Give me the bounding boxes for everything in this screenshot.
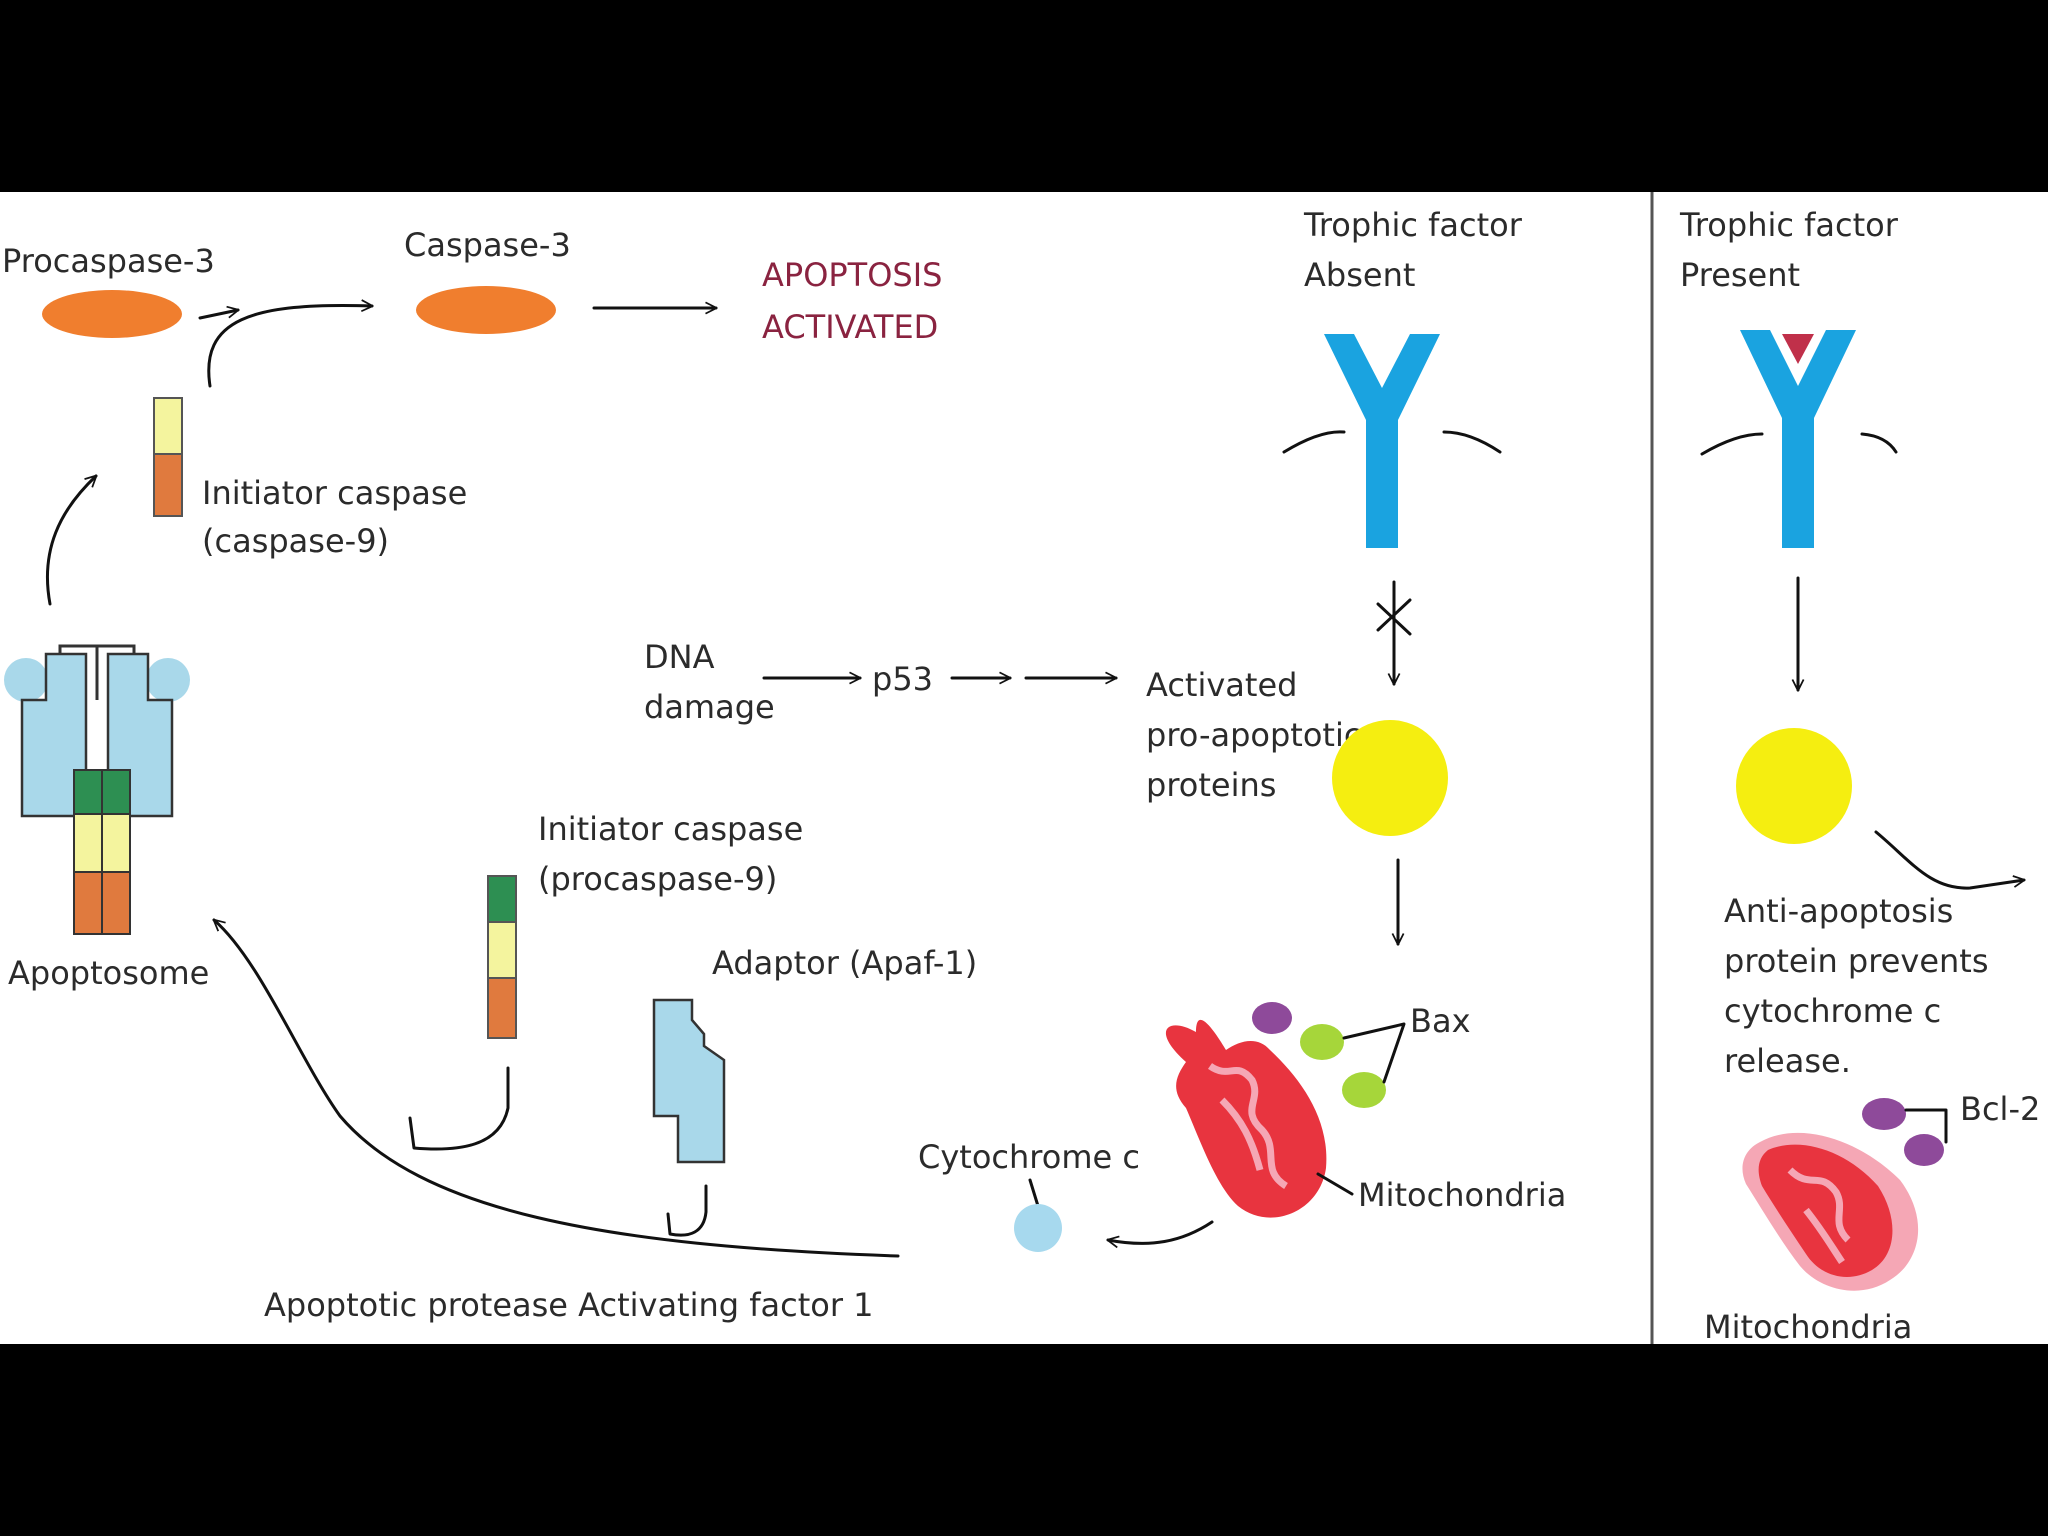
label-mitochondria: Mitochondria [1358, 1176, 1566, 1214]
label-activated-1: Activated [1146, 666, 1297, 704]
caspase9-bar [153, 397, 183, 517]
receptor-present [1700, 330, 1898, 548]
label-cytochrome-c: Cytochrome c [918, 1138, 1140, 1176]
label-anti-4: release. [1724, 1042, 1851, 1080]
label-trophic-absent-1: Trophic factor [1303, 206, 1523, 244]
arrow-small-join [198, 305, 240, 320]
pro-apoptotic-protein [1332, 720, 1448, 836]
letterbox-bottom [0, 1344, 2048, 1536]
arrow-apoptosome-to-caspase9 [45, 474, 98, 606]
receptor-absent [1282, 334, 1502, 548]
label-procaspase3: Procaspase-3 [2, 242, 215, 280]
mitochondria-right-shape [1742, 1132, 1919, 1291]
anti-apoptotic-protein [1736, 728, 1852, 844]
blocked-arrow [1376, 580, 1412, 686]
procaspase3-shape [42, 290, 182, 338]
label-anti-1: Anti-apoptosis [1724, 892, 1953, 930]
label-dna-2: damage [644, 688, 775, 726]
label-dna-1: DNA [644, 638, 715, 676]
bax-proteins [1252, 1002, 1406, 1108]
label-adaptor: Adaptor (Apaf-1) [712, 944, 977, 982]
letterbox-top [0, 0, 2048, 192]
label-bcl2: Bcl-2 [1960, 1090, 2040, 1128]
label-trophic-absent-2: Absent [1304, 256, 1415, 294]
mitochondria-shape [1165, 1019, 1327, 1218]
label-trophic-present-2: Present [1680, 256, 1800, 294]
apoptosome-shape [4, 644, 190, 935]
line-procaspase9-join [408, 1066, 510, 1151]
caspase3-shape [416, 286, 556, 334]
label-anti-3: cytochrome c [1724, 992, 1941, 1030]
label-apoptosome: Apoptosome [8, 954, 209, 992]
line-mitochondria-label [1316, 1172, 1354, 1196]
label-apoptosis-2: ACTIVATED [762, 308, 938, 346]
arrow-mito-to-cytochrome [1106, 1220, 1214, 1249]
label-activated-2: pro-apoptotic [1146, 716, 1361, 754]
label-apaf1-full: Apoptotic protease Activating factor 1 [264, 1286, 874, 1324]
procaspase9-bar [487, 875, 517, 1039]
cytochrome-c-shape [1014, 1204, 1062, 1252]
label-trophic-present-1: Trophic factor [1679, 206, 1899, 244]
line-cytochrome-label [1028, 1178, 1040, 1208]
arrow-assembly-to-apoptosome [212, 918, 900, 1258]
label-activated-3: proteins [1146, 766, 1276, 804]
adaptor-shape [652, 998, 726, 1164]
line-apaf1-join [666, 1184, 708, 1237]
label-mitochondria-right: Mitochondria [1704, 1308, 1912, 1346]
diagram-panel [0, 192, 2048, 1344]
label-p53: p53 [872, 660, 933, 698]
bcl2-proteins [1862, 1098, 1948, 1166]
arrow-procaspase-to-caspase [207, 299, 374, 388]
label-anti-2: protein prevents [1724, 942, 1989, 980]
label-initiator-caspase9-1: Initiator caspase [202, 474, 467, 512]
label-apoptosis-1: APOPTOSIS [762, 256, 942, 294]
label-caspase3: Caspase-3 [404, 226, 571, 264]
label-initiator-procaspase9-2: (procaspase-9) [538, 860, 777, 898]
label-bax: Bax [1410, 1002, 1471, 1040]
label-initiator-procaspase9-1: Initiator caspase [538, 810, 803, 848]
label-initiator-caspase9-2: (caspase-9) [202, 522, 389, 560]
arrow-protein-curve-right [1874, 830, 2026, 890]
